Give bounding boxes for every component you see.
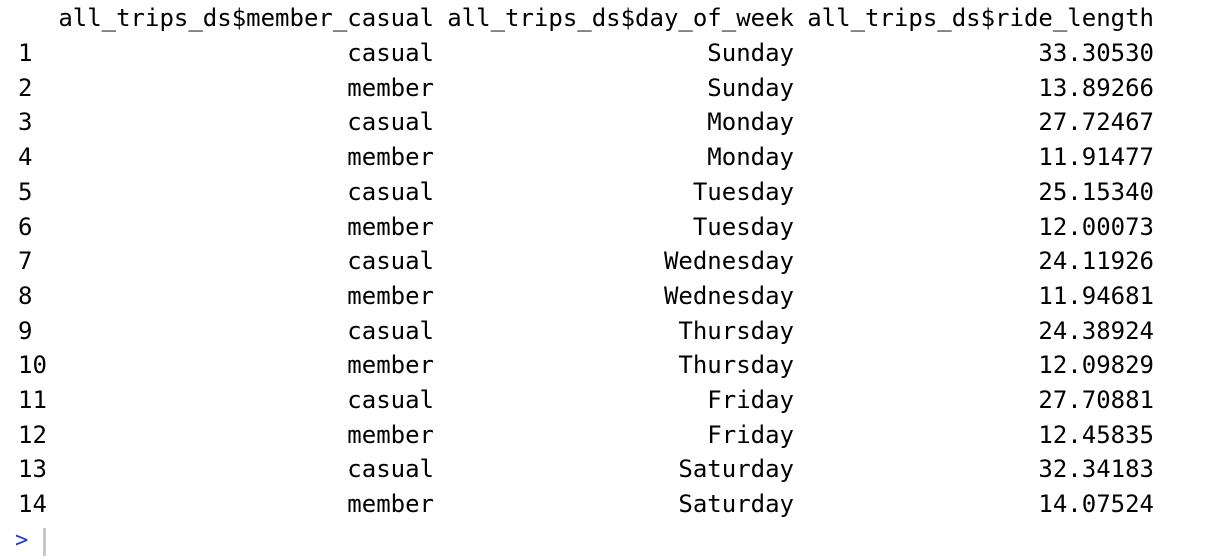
cell-member-casual: member	[347, 73, 434, 102]
row-index: 10	[18, 351, 47, 380]
cell-member-casual: casual	[347, 455, 434, 484]
row-index: 6	[18, 212, 33, 241]
header-day-of-week: all_trips_ds$day_of_week	[447, 4, 794, 32]
cell-member-casual: member	[347, 143, 434, 172]
table-row: 5 casual Tuesday 25.15340	[0, 175, 1206, 209]
cell-member-casual: casual	[347, 39, 434, 67]
cell-day-of-week: Monday	[707, 108, 794, 137]
cell-day-of-week: Saturday	[678, 455, 794, 484]
cell-ride-length: 27.72467	[1038, 108, 1154, 137]
row-index: 11	[18, 386, 47, 414]
table-row: 3 casual Monday 27.72467	[0, 105, 1206, 139]
table-row: 9 casual Thursday 24.38924	[0, 314, 1206, 348]
cell-ride-length: 33.30530	[1038, 39, 1154, 67]
row-index: 3	[18, 108, 33, 137]
cell-day-of-week: Tuesday	[692, 212, 794, 241]
cell-ride-length: 14.07524	[1038, 490, 1154, 519]
cell-ride-length: 12.09829	[1038, 351, 1154, 380]
row-index: 12	[18, 420, 47, 449]
table-row: 2 member Sunday 13.89266	[0, 71, 1206, 105]
cell-ride-length: 27.70881	[1038, 386, 1154, 414]
cell-day-of-week: Tuesday	[692, 177, 794, 206]
cell-member-casual: casual	[347, 177, 434, 206]
row-index: 13	[18, 455, 47, 484]
table-row: 12 member Friday 12.45835	[0, 418, 1206, 452]
table-row: 11 casual Friday 27.70881	[0, 383, 1206, 417]
row-index: 5	[18, 177, 33, 206]
cell-day-of-week: Wednesday	[663, 281, 794, 310]
row-index: 14	[18, 490, 47, 519]
cell-ride-length: 24.38924	[1038, 316, 1154, 345]
cell-ride-length: 24.11926	[1038, 247, 1154, 276]
cell-ride-length: 32.34183	[1038, 455, 1154, 484]
cell-member-casual: casual	[347, 386, 434, 414]
row-index: 4	[18, 143, 33, 172]
cell-member-casual: casual	[347, 316, 434, 345]
cell-day-of-week: Saturday	[678, 490, 794, 519]
cell-day-of-week: Friday	[707, 386, 794, 414]
table-row: 4 member Monday 11.91477	[0, 140, 1206, 174]
row-index: 2	[18, 73, 33, 102]
cell-day-of-week: Monday	[707, 143, 794, 172]
cell-member-casual: casual	[347, 108, 434, 137]
cell-ride-length: 13.89266	[1038, 73, 1154, 102]
cell-member-casual: member	[347, 420, 434, 449]
table-row: 8 member Wednesday 11.94681	[0, 279, 1206, 313]
cell-member-casual: member	[347, 351, 434, 380]
cell-ride-length: 12.45835	[1038, 420, 1154, 449]
table-row: 6 member Tuesday 12.00073	[0, 210, 1206, 244]
cell-day-of-week: Wednesday	[663, 247, 794, 276]
header-member-casual: all_trips_ds$member_casual	[58, 4, 434, 32]
cell-member-casual: member	[347, 490, 434, 519]
table-row: 10 member Thursday 12.09829	[0, 348, 1206, 382]
cell-ride-length: 11.94681	[1038, 281, 1154, 310]
text-cursor	[43, 528, 46, 556]
row-index: 7	[18, 247, 33, 276]
prompt-symbol: >	[15, 528, 29, 553]
row-index: 1	[18, 39, 33, 67]
cell-ride-length: 12.00073	[1038, 212, 1154, 241]
table-row: 13 casual Saturday 32.34183	[0, 452, 1206, 486]
row-index: 9	[18, 316, 33, 345]
table-row: 14 member Saturday 14.07524	[0, 487, 1206, 521]
table-row: 1 casual Sunday 33.30530	[0, 36, 1206, 70]
cell-member-casual: casual	[347, 247, 434, 276]
table-header-row: all_trips_ds$member_casual all_trips_ds$…	[0, 1, 1206, 35]
console-input-line[interactable]: >	[0, 524, 1206, 558]
cell-day-of-week: Friday	[707, 420, 794, 449]
table-row: 7 casual Wednesday 24.11926	[0, 244, 1206, 278]
cell-day-of-week: Thursday	[678, 351, 794, 380]
header-ride-length: all_trips_ds$ride_length	[807, 4, 1154, 32]
cell-day-of-week: Sunday	[707, 73, 794, 102]
cell-day-of-week: Thursday	[678, 316, 794, 345]
cell-ride-length: 11.91477	[1038, 143, 1154, 172]
cell-day-of-week: Sunday	[707, 39, 794, 67]
cell-ride-length: 25.15340	[1038, 177, 1154, 206]
row-index: 8	[18, 281, 33, 310]
cell-member-casual: member	[347, 212, 434, 241]
cell-member-casual: member	[347, 281, 434, 310]
